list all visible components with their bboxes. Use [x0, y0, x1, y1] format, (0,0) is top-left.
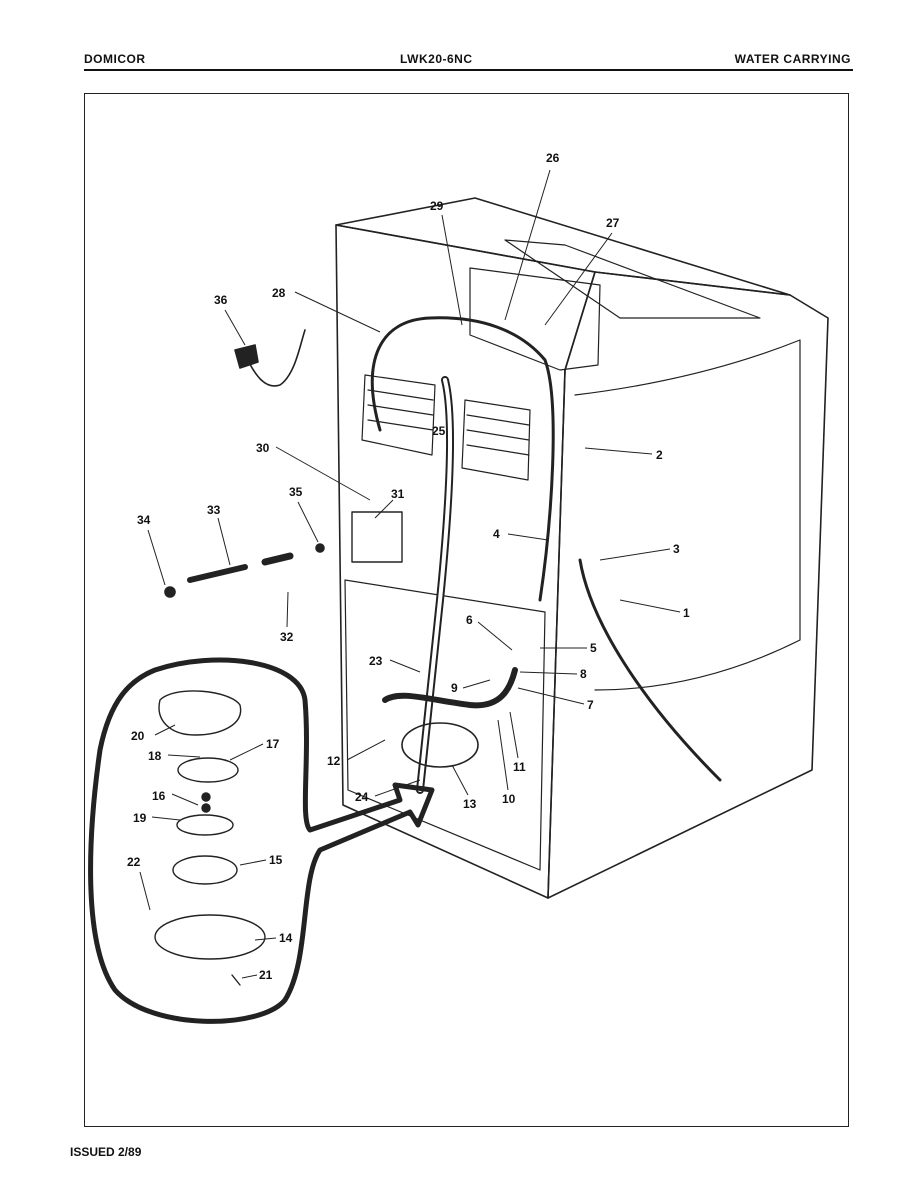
header-rule [84, 69, 853, 71]
pump-outlet-hose [382, 667, 518, 709]
model-number: LWK20-6NC [400, 52, 473, 66]
callout-27: 27 [606, 216, 620, 230]
callout-19: 19 [133, 811, 147, 825]
tub-hose [578, 558, 722, 782]
console-box [469, 267, 601, 371]
callout-36: 36 [214, 293, 228, 307]
callout-22: 22 [127, 855, 141, 869]
callout-18: 18 [148, 749, 162, 763]
callout-17: 17 [266, 737, 280, 751]
callout-8: 8 [580, 667, 587, 681]
callout-6: 6 [466, 613, 473, 627]
leader-lines [139, 169, 681, 979]
inlet-hose-loop [370, 316, 555, 602]
callout-24: 24 [355, 790, 369, 804]
issued-date: ISSUED 2/89 [70, 1145, 142, 1159]
section-title: WATER CARRYING [734, 52, 851, 66]
callout-23: 23 [369, 654, 383, 668]
brand-label: DOMICOR [84, 52, 146, 66]
callout-7: 7 [587, 698, 594, 712]
callout-10: 10 [502, 792, 516, 806]
callout-31: 31 [391, 487, 405, 501]
callout-11: 11 [513, 760, 526, 774]
pump-exploded-parts [154, 690, 266, 986]
callout-9: 9 [451, 681, 458, 695]
callout-14: 14 [279, 931, 293, 945]
callout-33: 33 [207, 503, 221, 517]
callout-3: 3 [673, 542, 680, 556]
callout-34: 34 [137, 513, 151, 527]
callout-5: 5 [590, 641, 597, 655]
pump-assembly [401, 722, 479, 768]
power-cord [244, 329, 306, 387]
callout-29: 29 [430, 199, 444, 213]
pump-detail-enclosure [88, 657, 435, 1024]
callout-26: 26 [546, 151, 560, 165]
lower-access-panel [344, 579, 546, 871]
callout-13: 13 [463, 797, 477, 811]
callout-1: 1 [683, 606, 690, 620]
callout-21: 21 [259, 968, 273, 982]
callout-28: 28 [272, 286, 286, 300]
callout-25: 25 [432, 424, 446, 438]
callout-15: 15 [269, 853, 283, 867]
callout-35: 35 [289, 485, 303, 499]
callout-30: 30 [256, 441, 270, 455]
diagram-frame [84, 93, 849, 1127]
callout-20: 20 [131, 729, 145, 743]
water-inlet-valve [351, 511, 403, 563]
callout-labels: 1 2 3 4 5 6 7 8 9 10 11 12 13 14 15 16 1… [127, 151, 690, 982]
vent-louvers [361, 374, 531, 481]
hose-fitting-bolt [187, 564, 248, 583]
callout-4: 4 [493, 527, 500, 541]
callout-2: 2 [656, 448, 663, 462]
callout-16: 16 [152, 789, 166, 803]
tub-outline [574, 339, 801, 691]
callout-32: 32 [280, 630, 294, 644]
callout-12: 12 [327, 754, 341, 768]
